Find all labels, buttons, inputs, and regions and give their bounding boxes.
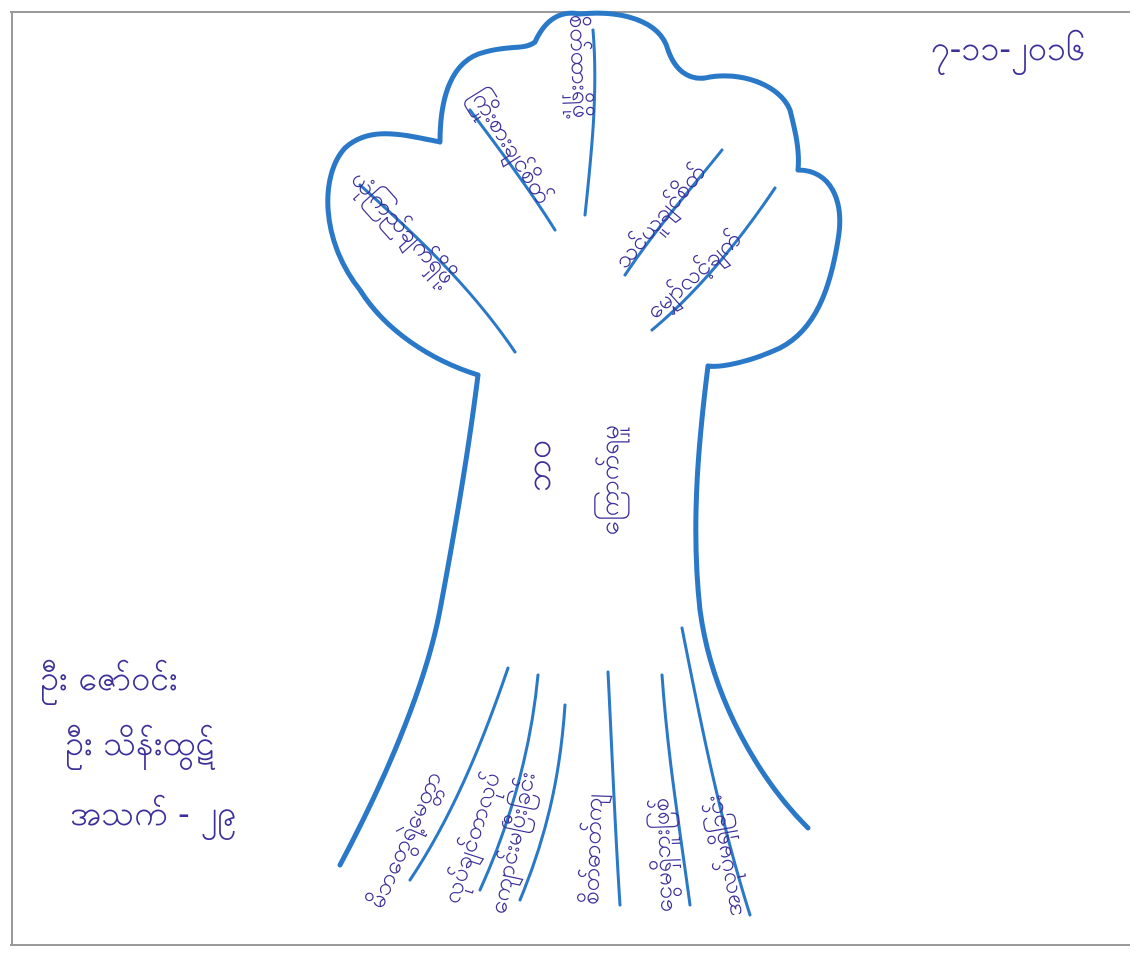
- author-line-1: ဦး ဇော်ဝင်း: [40, 659, 178, 705]
- branch-label-2: ကြိုးစားချင်စိတ်: [461, 82, 560, 211]
- author-line-3: အသက် - ၂၉: [70, 794, 236, 840]
- date-label: ၇-၁၁-၂၀၁၆: [931, 29, 1085, 75]
- root-line-4: [608, 672, 620, 905]
- trunk-main-label: ဘဝ: [519, 440, 559, 492]
- root-label-6: အလုပ်မရှိခြင်း: [697, 792, 754, 919]
- branch-label-3: စိတ်ထားရှိဖို့: [558, 14, 597, 119]
- branch-label-1: ယုံကြည်ချက်ရှိဖို့: [341, 164, 463, 294]
- root-label-4: စိတ်ဓာတ်ကျ: [575, 793, 613, 905]
- author-line-2: ဦး သိန်းထွဋ်: [65, 724, 215, 770]
- tree-trunk-right: [696, 366, 808, 828]
- tree-trunk-left: [340, 375, 478, 865]
- trunk-secondary-label: ကြောက်ရမှု: [592, 425, 630, 535]
